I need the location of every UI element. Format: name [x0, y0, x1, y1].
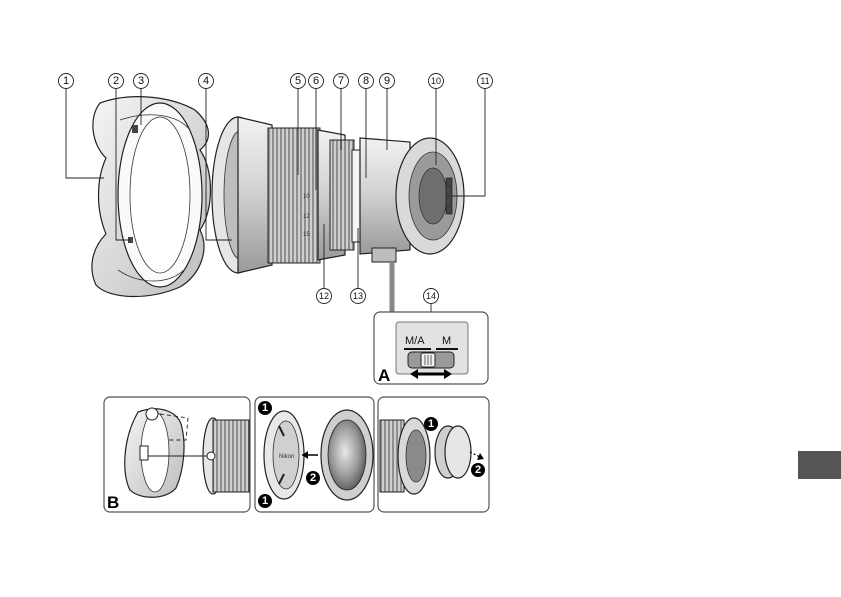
- callout-12: 12: [317, 289, 332, 304]
- focal-mark-10: 10: [303, 194, 310, 200]
- svg-text:7: 7: [338, 75, 344, 87]
- step-marker-c3: 1: [258, 494, 272, 508]
- svg-text:14: 14: [426, 291, 436, 301]
- svg-text:13: 13: [353, 291, 363, 301]
- lens-hood-illustration: [92, 97, 211, 297]
- panel-a-focus-switch: M/A M A: [374, 312, 488, 385]
- svg-text:1: 1: [262, 495, 268, 507]
- callout-13: 13: [351, 289, 366, 304]
- svg-text:8: 8: [363, 75, 369, 87]
- svg-text:9: 9: [384, 75, 390, 87]
- svg-text:2: 2: [310, 472, 316, 484]
- callout-2: 2: [109, 74, 124, 89]
- callout-4: 4: [199, 74, 214, 89]
- svg-text:12: 12: [319, 291, 329, 301]
- step-marker-c2: 2: [306, 471, 320, 485]
- callout-1: 1: [59, 74, 74, 89]
- callout-7: 7: [334, 74, 349, 89]
- panel-b-hood-attach: B: [104, 397, 250, 512]
- switch-label-ma: M/A: [405, 335, 425, 347]
- cap-brand: Nikon: [279, 454, 294, 460]
- panel-a-letter: A: [378, 366, 390, 385]
- svg-text:1: 1: [428, 418, 434, 430]
- callout-9: 9: [380, 74, 395, 89]
- callout-11: 11: [478, 74, 493, 89]
- svg-text:11: 11: [480, 76, 489, 86]
- step-marker-d1: 1: [424, 417, 438, 431]
- panel-d-rear-cap: 1 2: [378, 397, 489, 512]
- main-lens-illustration: 10 12 15: [212, 117, 464, 273]
- svg-text:5: 5: [295, 75, 301, 87]
- svg-text:2: 2: [113, 75, 119, 87]
- step-marker-d2: 2: [471, 463, 485, 477]
- svg-text:2: 2: [475, 464, 481, 476]
- svg-text:1: 1: [63, 75, 69, 87]
- callout-3: 3: [134, 74, 149, 89]
- svg-text:6: 6: [313, 75, 319, 87]
- callout-10: 10: [429, 74, 444, 89]
- svg-text:4: 4: [203, 75, 209, 87]
- callout-8: 8: [359, 74, 374, 89]
- callout-6: 6: [309, 74, 324, 89]
- callout-14: 14: [424, 289, 439, 304]
- callout-5: 5: [291, 74, 306, 89]
- page-tab-marker: [798, 451, 841, 479]
- focal-mark-12: 12: [303, 214, 310, 220]
- step-marker-c1: 1: [258, 401, 272, 415]
- panel-c-front-cap: Nikon 1 2 1: [255, 397, 374, 512]
- switch-label-m: M: [442, 335, 451, 347]
- svg-text:10: 10: [431, 76, 441, 86]
- panel-b-letter: B: [107, 493, 119, 512]
- focal-mark-15: 15: [303, 232, 310, 238]
- svg-text:3: 3: [138, 75, 144, 87]
- svg-text:1: 1: [262, 402, 268, 414]
